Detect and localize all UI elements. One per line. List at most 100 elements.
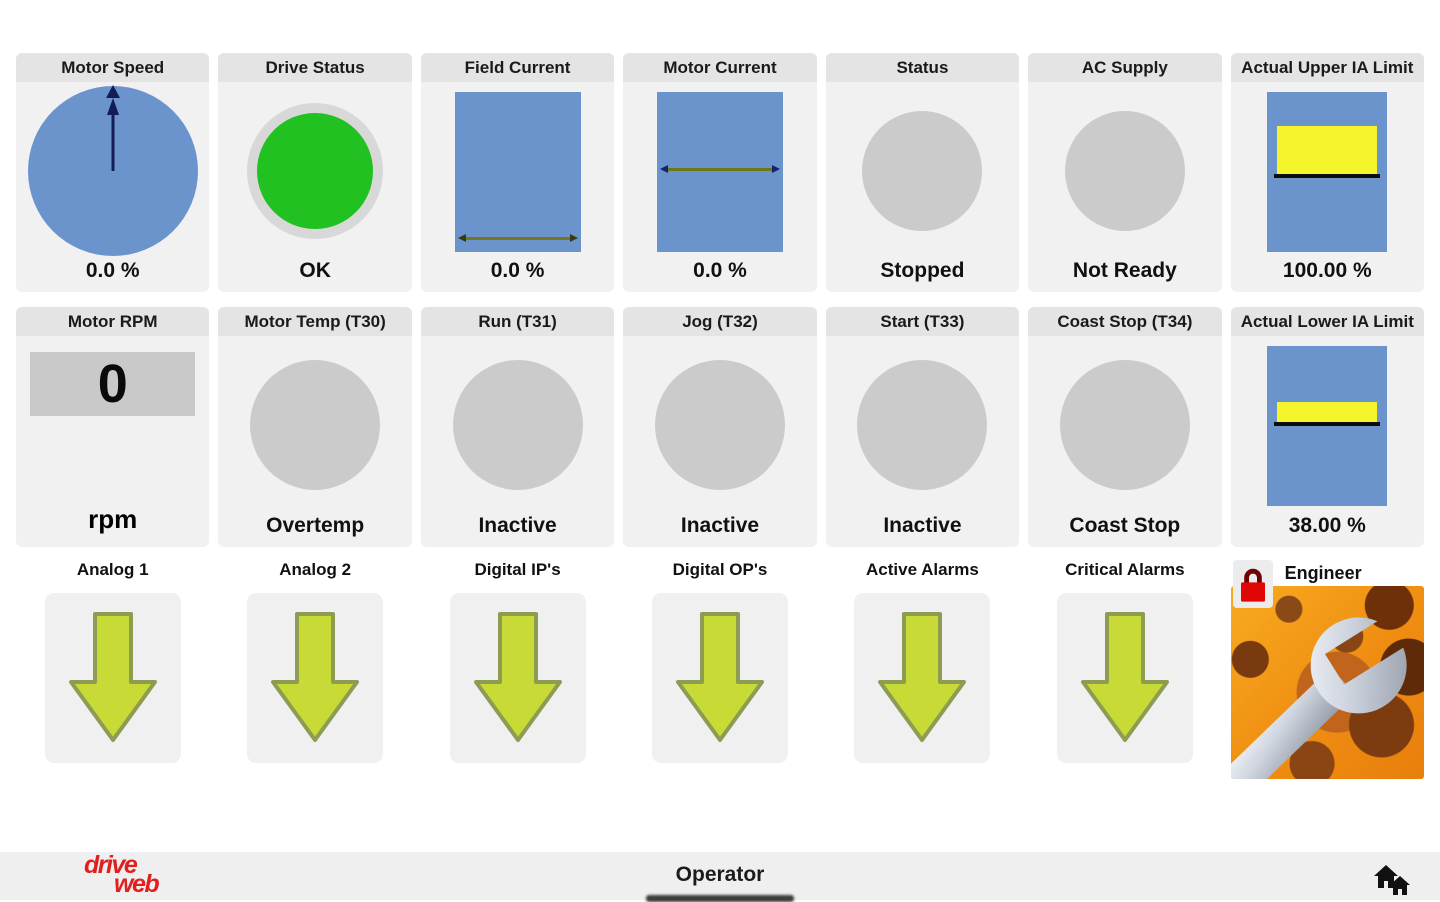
nav-analog-2: Analog 2 [218, 560, 411, 774]
card-title: Drive Status [218, 53, 412, 82]
pointer-left-arrow-icon [457, 233, 466, 242]
card-status: Status Stopped [825, 53, 1020, 292]
bar-gauge [454, 91, 581, 252]
card-start-t33: Start (T33) Inactive [825, 307, 1020, 547]
down-arrow-icon [878, 612, 967, 742]
analog-2-button[interactable] [247, 593, 384, 763]
analog-1-button[interactable] [44, 593, 181, 763]
card-run-t31: Run (T31) Inactive [420, 307, 615, 547]
gauge-pointer-line [457, 233, 578, 242]
gray-led-icon [1064, 110, 1185, 231]
digital-ops-button[interactable] [651, 593, 788, 763]
rpm-unit-label: rpm [88, 504, 138, 534]
engineer-button[interactable] [1230, 586, 1424, 779]
pointer-left-arrow-icon [659, 164, 668, 173]
card-title: Motor RPM [16, 307, 210, 336]
nav-engineer: Engineer [1230, 560, 1424, 779]
card-jog-t32: Jog (T32) Inactive [623, 307, 817, 547]
card-drive-status: Drive Status OK [218, 53, 412, 292]
home-icon[interactable] [1370, 861, 1416, 902]
active-alarms-button[interactable] [854, 593, 991, 763]
down-arrow-icon [68, 612, 157, 742]
card-title: Actual Lower IA Limit [1230, 307, 1424, 336]
nav-label: Analog 1 [76, 560, 149, 579]
limit-gauge [1267, 91, 1388, 252]
nav-label: Critical Alarms [1065, 560, 1185, 579]
card-title: Start (T33) [825, 307, 1020, 336]
gauge-pointer-line [659, 164, 780, 173]
clipped-next-page-text [646, 895, 794, 902]
card-motor-rpm: Motor RPM 0 rpm [16, 307, 210, 547]
hmi-dashboard: Motor Speed 0.0 % Drive Status OK Field … [16, 53, 1424, 779]
card-value: 38.00 % [1288, 514, 1366, 537]
nav-label: Analog 2 [279, 560, 352, 579]
down-arrow-icon [675, 612, 764, 742]
nav-critical-alarms: Critical Alarms [1028, 560, 1221, 774]
card-value: 0.0 % [85, 259, 140, 282]
nav-label: Digital IP's [474, 560, 561, 579]
wrench-icon [1230, 617, 1407, 779]
card-motor-temp: Motor Temp (T30) Overtemp [218, 307, 412, 547]
limit-gauge [1267, 346, 1388, 506]
card-title: Run (T31) [420, 307, 615, 336]
lock-icon [1232, 560, 1273, 608]
card-coast-stop-t34: Coast Stop (T34) Coast Stop [1028, 307, 1222, 547]
digital-ips-button[interactable] [449, 593, 586, 763]
nav-label: Digital OP's [672, 560, 768, 579]
limit-band [1277, 125, 1378, 174]
footer-bar: drive web Operator [0, 851, 1440, 902]
card-title: Field Current [420, 53, 615, 82]
card-title: Status [825, 53, 1020, 82]
pointer-right-arrow-icon [569, 233, 578, 242]
logo-line-1: drive [84, 851, 138, 879]
card-title: Coast Stop (T34) [1028, 307, 1222, 336]
gray-led-icon [862, 110, 983, 231]
card-value: Not Ready [1072, 259, 1177, 282]
logo-line-2: web [114, 870, 160, 898]
card-value: Inactive [680, 514, 760, 537]
card-title: Jog (T32) [623, 307, 817, 336]
gauge-row-2: Motor RPM 0 rpm Motor Temp (T30) Overtem… [16, 307, 1424, 547]
card-value: 100.00 % [1282, 259, 1372, 282]
dial-needle-icon [27, 84, 198, 256]
nav-digital-ops: Digital OP's [623, 560, 816, 774]
gray-led-icon [857, 360, 988, 490]
down-arrow-icon [1080, 612, 1169, 742]
limit-band [1277, 402, 1378, 422]
navigation-row: Analog 1 Analog 2 Digital IP's [16, 560, 1424, 779]
green-led-icon [257, 112, 374, 229]
nav-analog-1: Analog 1 [16, 560, 209, 774]
card-field-current: Field Current 0.0 % [420, 53, 615, 292]
down-arrow-icon [271, 612, 360, 742]
page-title: Operator [675, 863, 765, 886]
bar-gauge [656, 91, 783, 252]
dial-gauge [16, 82, 209, 259]
card-value: OK [299, 259, 331, 282]
nav-label: Engineer [1284, 563, 1362, 583]
critical-alarms-button[interactable] [1056, 593, 1193, 763]
gray-led-icon [250, 360, 381, 490]
card-motor-current: Motor Current 0.0 % [623, 53, 817, 292]
gauge-row-1: Motor Speed 0.0 % Drive Status OK Field … [16, 53, 1424, 292]
card-title: Motor Speed [16, 53, 210, 82]
nav-active-alarms: Active Alarms [826, 560, 1019, 774]
card-value: Inactive [883, 514, 962, 537]
card-motor-speed: Motor Speed 0.0 % [16, 53, 210, 292]
rpm-readout: 0 [30, 352, 196, 416]
card-title: AC Supply [1028, 53, 1222, 82]
card-title: Motor Temp (T30) [218, 307, 412, 336]
card-value: Stopped [880, 259, 965, 282]
zero-line [1274, 173, 1381, 178]
card-title: Actual Upper IA Limit [1230, 53, 1424, 82]
card-lower-ia-limit: Actual Lower IA Limit 38.00 % [1230, 307, 1424, 547]
down-arrow-icon [473, 612, 562, 742]
zero-line [1274, 422, 1381, 426]
card-value: Overtemp [266, 514, 365, 537]
gray-led-icon [452, 360, 583, 490]
card-ac-supply: AC Supply Not Ready [1028, 53, 1222, 292]
nav-label: Active Alarms [866, 560, 979, 579]
nav-digital-ips: Digital IP's [421, 560, 614, 774]
card-value: 0.0 % [693, 259, 747, 282]
card-value: Coast Stop [1069, 514, 1181, 537]
card-value: Inactive [478, 514, 557, 537]
